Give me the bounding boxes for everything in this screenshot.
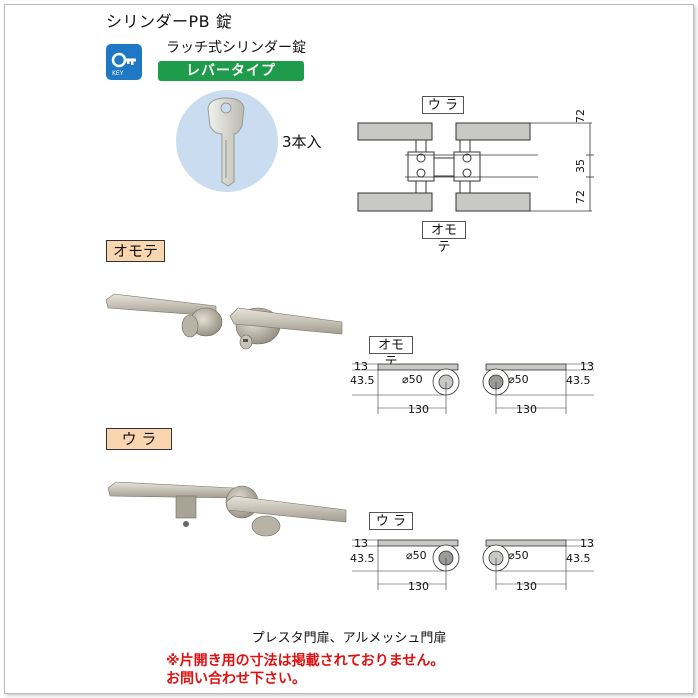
- back-diameter-right: ⌀50: [508, 549, 529, 562]
- front-right-dim-43: 43.5: [566, 374, 591, 387]
- side-diagram-front-tag: オモテ: [422, 221, 466, 255]
- back-left-dim-13: 13: [354, 537, 368, 550]
- back-left-dim-43: 43.5: [350, 552, 375, 565]
- side-diagram-back-tag: ウ ラ: [422, 96, 464, 114]
- back-diagram-tag: ウ ラ: [369, 512, 413, 530]
- back-diameter-left: ⌀50: [406, 549, 427, 562]
- notice-line-1: ※片開き用の寸法は掲載されておりません。: [166, 653, 445, 669]
- lock-type-label: ラッチ式シリンダー錠: [166, 40, 306, 56]
- page-title: シリンダーPB 錠: [106, 12, 233, 31]
- front-section-tag: オモテ: [106, 240, 166, 262]
- svg-text:KEY: KEY: [112, 70, 124, 77]
- back-section-tag: ウ ラ: [106, 428, 172, 450]
- front-right-dim-13: 13: [580, 360, 594, 373]
- front-diameter-right: ⌀50: [508, 373, 529, 386]
- side-dim-top: 72: [574, 109, 587, 123]
- front-left-dim-43: 43.5: [350, 374, 375, 387]
- back-handle-photo: [107, 481, 347, 537]
- front-left-dim-13: 13: [354, 360, 368, 373]
- side-dim-middle: 35: [574, 159, 587, 173]
- notice-line-2: お問い合わせ下さい。: [166, 671, 306, 687]
- side-elevation-diagram: [357, 122, 594, 212]
- front-handle-photo: [105, 293, 343, 350]
- back-plan-diagram: [352, 539, 594, 590]
- back-width-left: 130: [408, 580, 429, 593]
- key-count-label: 3本入: [282, 133, 322, 151]
- back-width-right: 130: [516, 580, 537, 593]
- front-width-left: 130: [408, 403, 429, 416]
- side-dim-bottom: 72: [574, 190, 587, 204]
- lever-type-badge: レバータイプ: [158, 61, 304, 81]
- key-photo: [176, 90, 278, 192]
- front-diameter-left: ⌀50: [402, 373, 423, 386]
- front-plan-diagram: [352, 363, 594, 414]
- page-frame: [4, 4, 694, 694]
- key-lock-icon: KEY: [106, 44, 142, 80]
- back-right-dim-13: 13: [580, 537, 594, 550]
- applicable-products: プレスタ門扉、アルメッシュ門扉: [251, 631, 447, 646]
- front-width-right: 130: [516, 403, 537, 416]
- front-diagram-tag: オモテ: [369, 336, 413, 370]
- back-right-dim-43: 43.5: [566, 552, 591, 565]
